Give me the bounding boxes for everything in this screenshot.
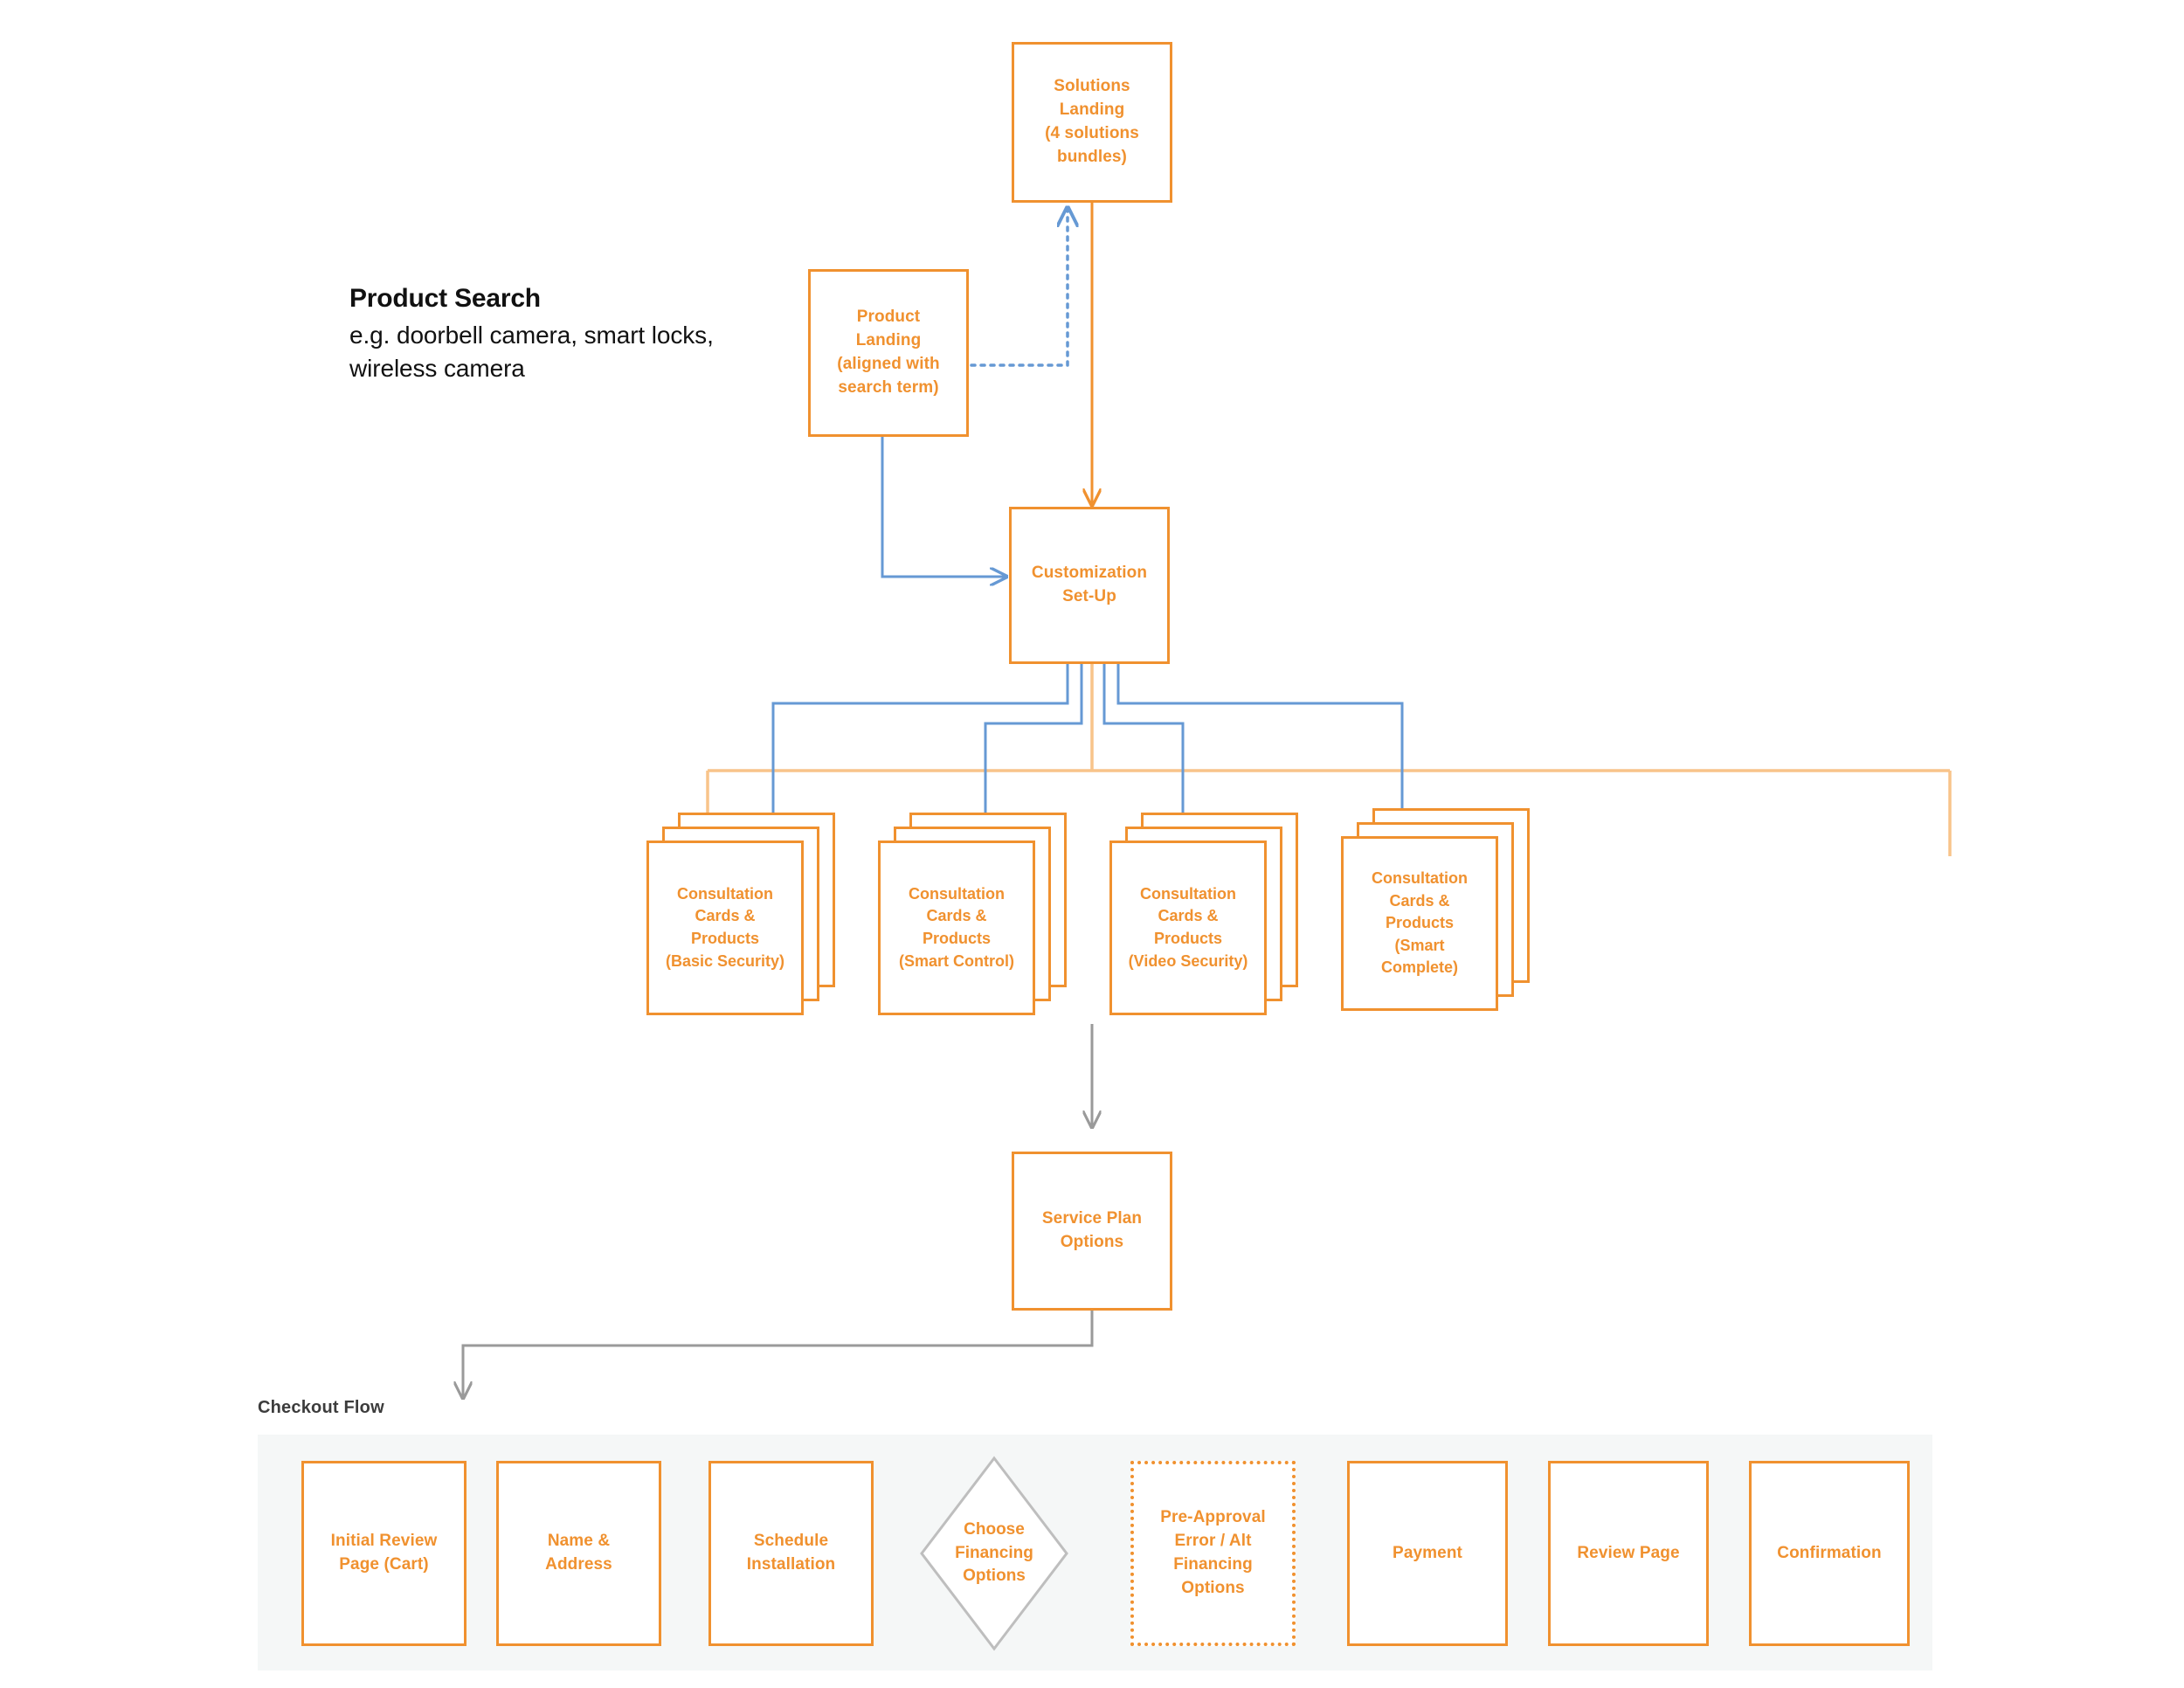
checkout-step-review-page[interactable]: Review Page — [1548, 1461, 1709, 1646]
annotation-title: Product Search — [349, 284, 541, 313]
checkout-step-payment-label: Payment — [1393, 1543, 1462, 1562]
checkout-step-name-address-label: Name &Address — [545, 1532, 612, 1574]
checkout-step-payment[interactable]: Payment — [1347, 1461, 1508, 1646]
annotation-subtitle: e.g. doorbell camera, smart locks, wirel… — [349, 321, 714, 382]
wire-product-landing-dotted — [970, 208, 1068, 367]
product-search-annotation: Product Search e.g. doorbell camera, sma… — [349, 281, 751, 385]
wire-service-plan-to-checkout — [463, 1311, 1094, 1398]
diamond-shape — [920, 1456, 1068, 1651]
wire-product-landing-to-customization — [881, 437, 1006, 577]
checkout-step-name-address[interactable]: Name &Address — [496, 1461, 661, 1646]
checkout-step-review-page-label: Review Page — [1577, 1543, 1680, 1562]
checkout-step-confirmation-label: Confirmation — [1777, 1543, 1882, 1562]
checkout-flow-label: Checkout Flow — [258, 1398, 384, 1417]
checkout-step-confirmation[interactable]: Confirmation — [1749, 1461, 1910, 1646]
